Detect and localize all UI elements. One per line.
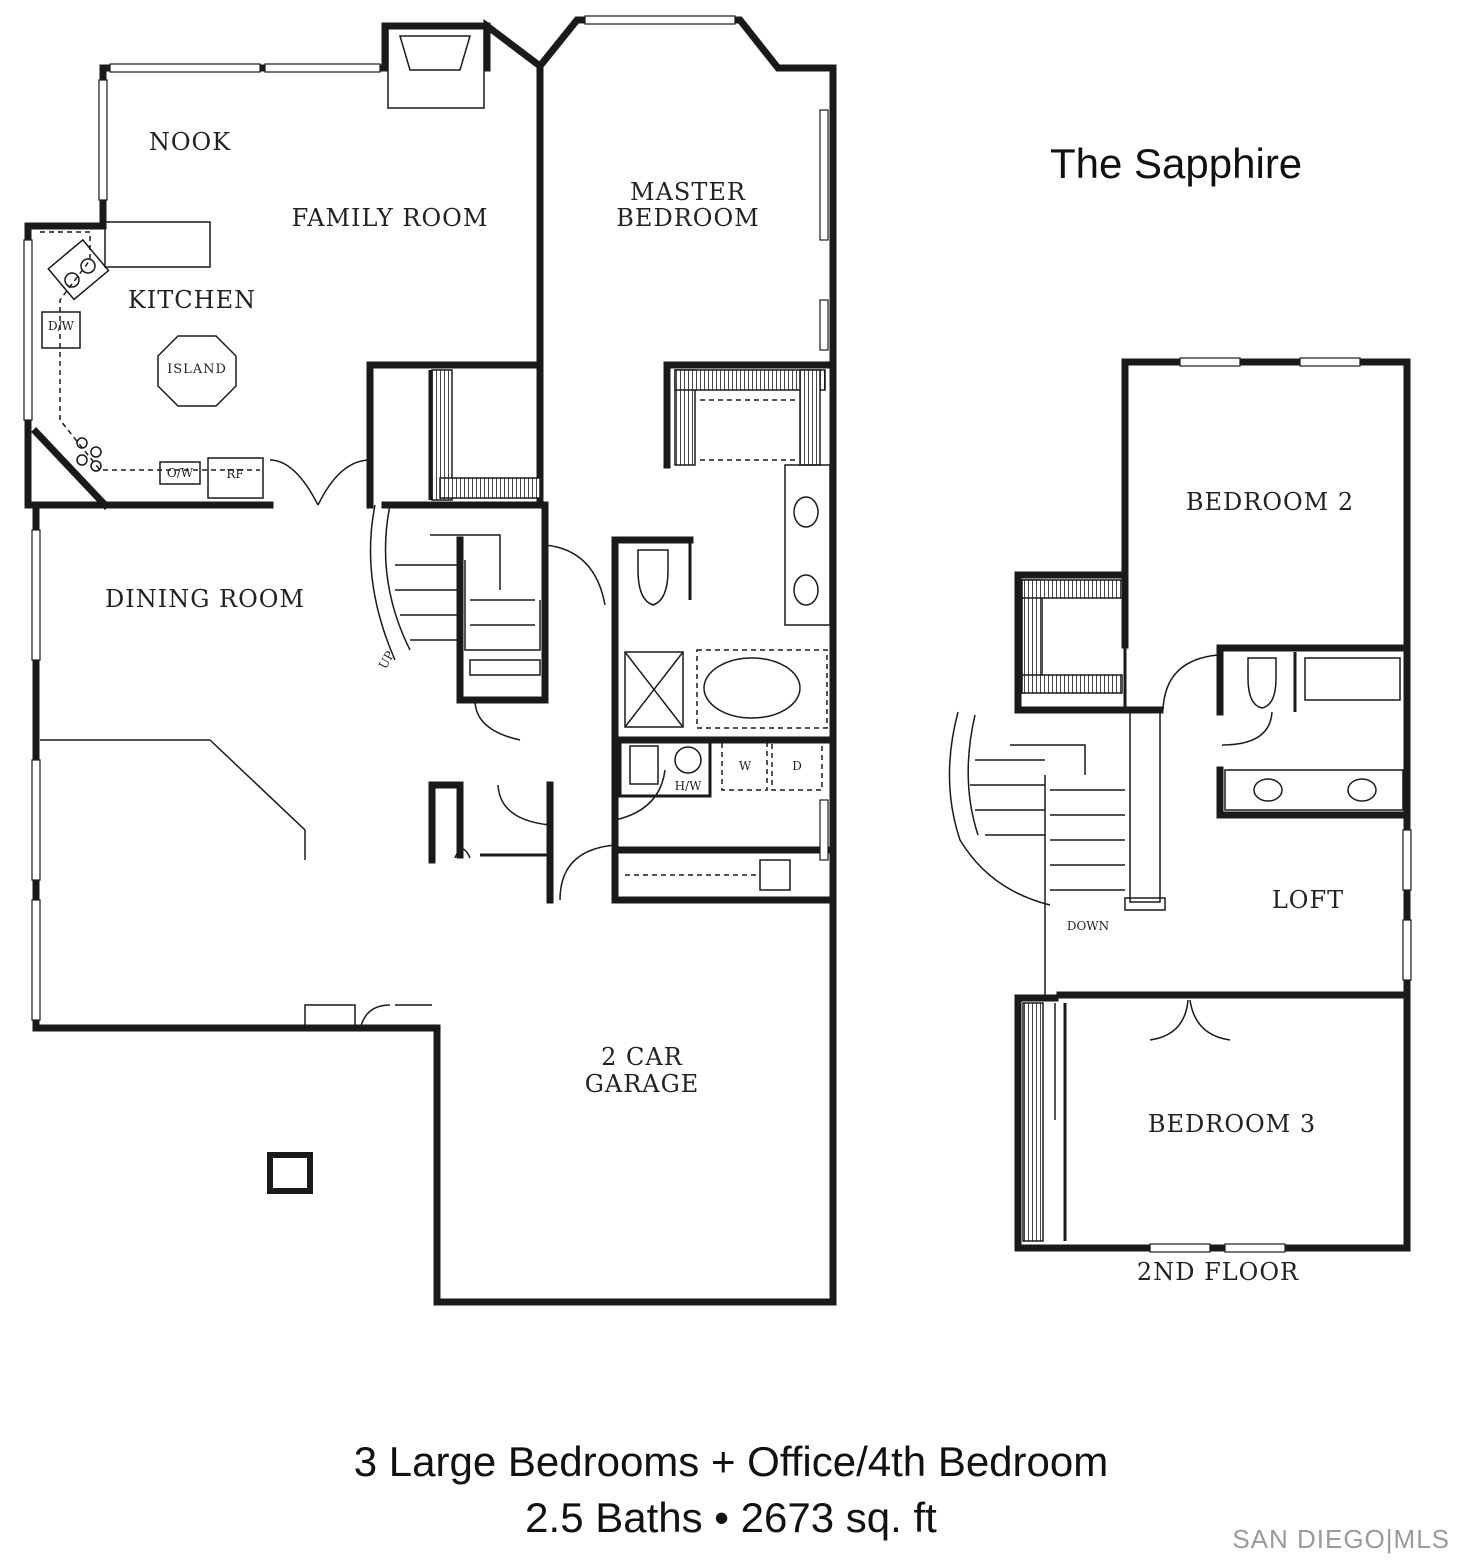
fixture-label-water-heater: H/W bbox=[675, 779, 703, 793]
room-label-island: ISLAND bbox=[167, 362, 227, 377]
room-label-garage-line2: GARAGE bbox=[585, 1070, 700, 1098]
summary-baths-area: 2.5 Baths • 2673 sq. ft bbox=[525, 1494, 937, 1541]
room-label-dining-room: DINING ROOM bbox=[105, 585, 305, 613]
room-label-master-line1: MASTER bbox=[630, 178, 746, 206]
room-label-nook: NOOK bbox=[149, 128, 231, 156]
plan-title: The Sapphire bbox=[1050, 140, 1303, 187]
stair-label-up: UP bbox=[376, 649, 397, 672]
room-label-garage-line1: 2 CAR bbox=[601, 1043, 683, 1071]
summary-bedrooms: 3 Large Bedrooms + Office/4th Bedroom bbox=[353, 1438, 1109, 1485]
room-label-kitchen: KITCHEN bbox=[128, 286, 256, 314]
room-label-loft: LOFT bbox=[1272, 886, 1344, 914]
room-label-bedroom-3: BEDROOM 3 bbox=[1148, 1110, 1316, 1138]
fixture-label-dw: D/W bbox=[48, 319, 75, 333]
fixture-label-dryer: D bbox=[792, 759, 802, 773]
fixture-label-oven: O/W bbox=[167, 466, 194, 480]
first-floor-plan: NOOK FAMILY ROOM MASTER BEDROOM KITCHEN … bbox=[23, 15, 837, 1306]
fixture-label-washer: W bbox=[739, 759, 752, 773]
fixture-label-ref: RF bbox=[226, 467, 243, 481]
room-label-master-line2: BEDROOM bbox=[616, 204, 759, 232]
room-label-family-room: FAMILY ROOM bbox=[292, 204, 489, 232]
stair-label-down: DOWN bbox=[1067, 919, 1109, 933]
floor-label-2nd: 2ND FLOOR bbox=[1137, 1258, 1299, 1286]
room-label-bedroom-2: BEDROOM 2 bbox=[1186, 488, 1354, 516]
second-floor-plan: BEDROOM 2 LOFT BEDROOM 3 DOWN 2ND FLOOR bbox=[948, 357, 1412, 1286]
mls-watermark: SAN DIEGO|MLS bbox=[1232, 1524, 1450, 1554]
